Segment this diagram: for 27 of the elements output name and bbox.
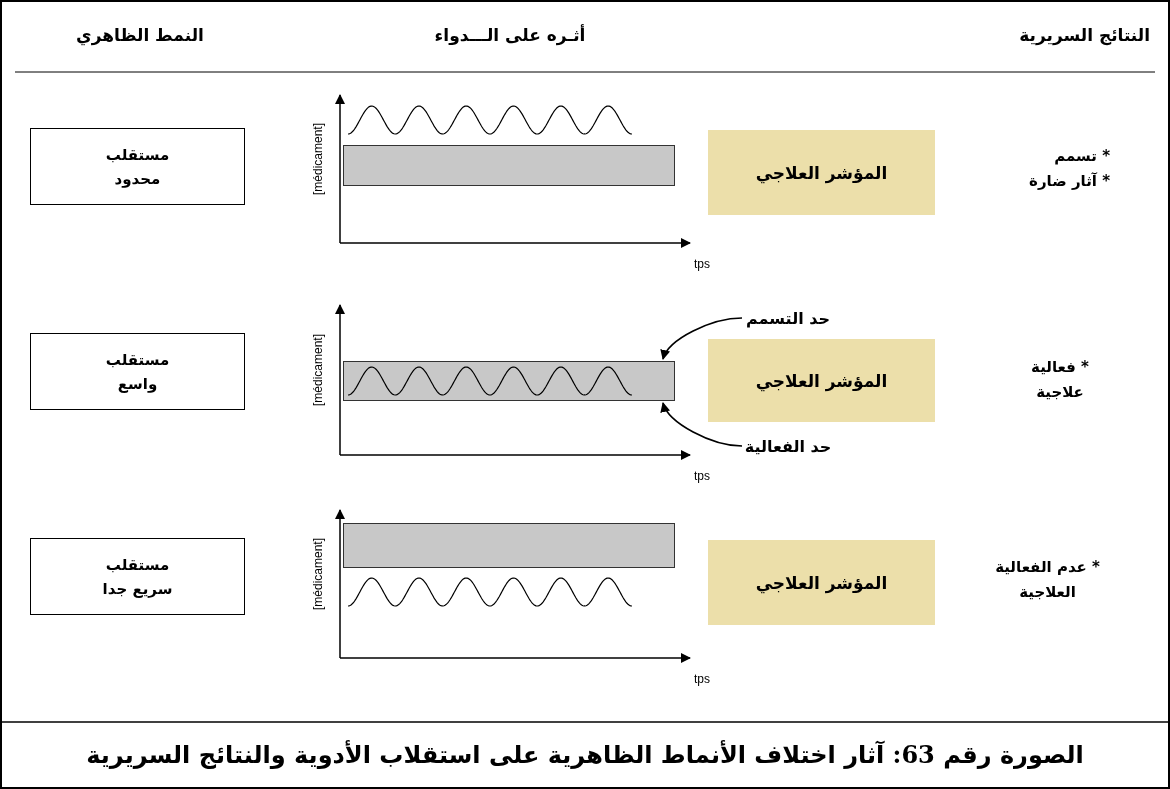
axis-label: [médicament]: [310, 537, 326, 612]
leader-line: [661, 317, 743, 360]
concentration-band: [343, 145, 675, 186]
axis-label: [médicament]: [310, 333, 326, 408]
threshold-label: حد التسمم: [742, 306, 834, 330]
axis-label: tps: [693, 256, 711, 272]
column-heading: النمط الظاهري: [75, 25, 205, 45]
phenotype-box: مستقلب واسع: [30, 333, 245, 410]
clinical-outcome: * تسمم: [1053, 147, 1110, 165]
axis-label: tps: [693, 671, 711, 687]
clinical-outcome: * آثار ضارة: [1028, 172, 1110, 190]
axis-label: tps: [693, 468, 711, 484]
clinical-outcome: * عدم الفعالية العلاجية: [994, 557, 1101, 603]
leader-line: [661, 402, 743, 447]
phenotype-box: مستقلب محدود: [30, 128, 245, 205]
therapeutic-index-box: المؤشر العلاجي: [708, 339, 935, 422]
column-heading: أثـره على الـــدواء: [433, 25, 587, 45]
figure-caption: الصورة رقم 63: آثار اختلاف الأنماط الظاهرية على استقلاب الأدوية والنتائج السريرية: [85, 739, 1085, 771]
column-heading: النتائج السريرية: [1018, 25, 1150, 45]
concentration-band: [343, 361, 675, 401]
clinical-outcome: * فعالية علاجية: [1030, 357, 1090, 403]
therapeutic-index-box: المؤشر العلاجي: [708, 130, 935, 215]
concentration-band: [343, 523, 675, 568]
axis-label: [médicament]: [310, 122, 326, 197]
therapeutic-index-box: المؤشر العلاجي: [708, 540, 935, 625]
phenotype-box: مستقلب سريع جدا: [30, 538, 245, 615]
threshold-label: حد الفعالية: [742, 434, 834, 458]
